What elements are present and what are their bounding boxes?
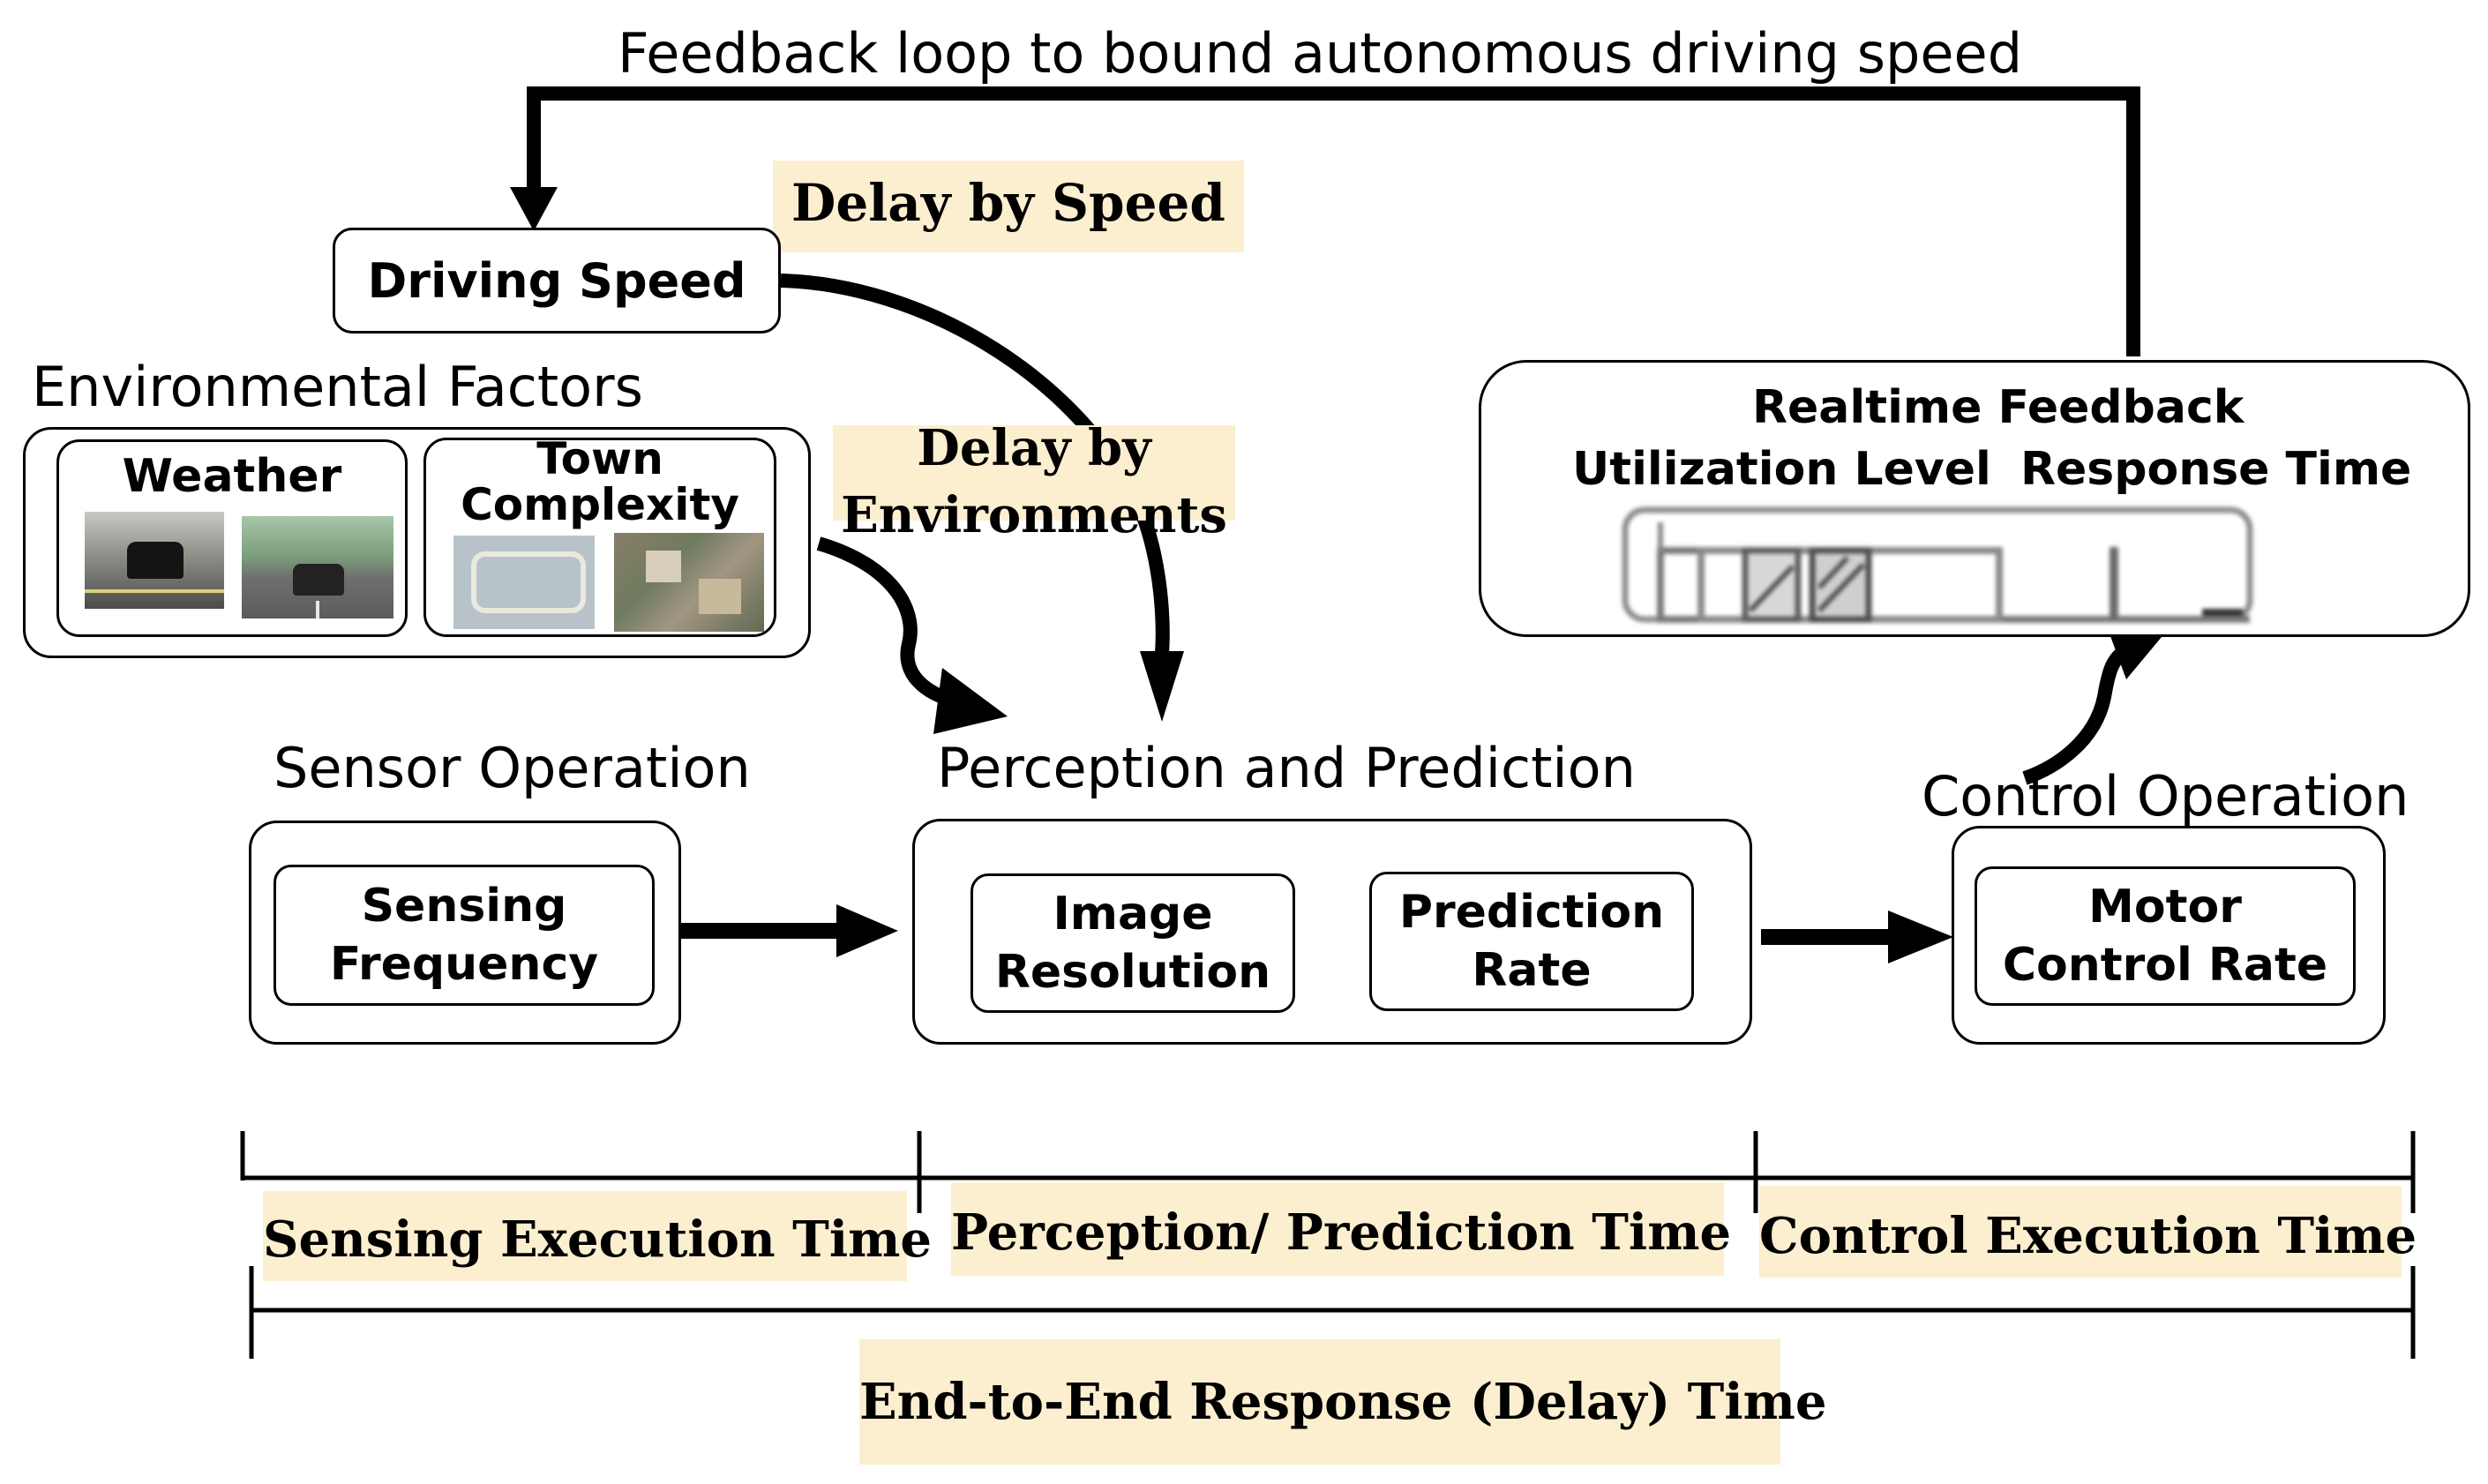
weather-label: Weather: [122, 450, 342, 503]
image-resolution-box: Image Resolution: [970, 873, 1295, 1013]
speed-delay-arrowhead: [1140, 651, 1184, 722]
sensing-frequency-line-1: Sensing: [361, 880, 567, 933]
prediction-rate-box: Prediction Rate: [1369, 872, 1694, 1011]
perception-time-highlight: [951, 1182, 1724, 1276]
feedback-loop-line: [527, 86, 2140, 356]
control-to-feedback-arrow: [2022, 641, 2134, 785]
utilization-level-label: Utilization Level: [1572, 443, 1991, 496]
delay-by-environments-line-2: Environments: [841, 486, 1227, 544]
town-complexity-line-2: Complexity: [461, 479, 739, 530]
end-to-end-highlight: [859, 1339, 1780, 1465]
sensing-frequency-box: Sensing Frequency: [274, 865, 655, 1006]
control-operation-title: Control Operation: [1922, 764, 2409, 828]
prediction-rate-line-2: Rate: [1472, 944, 1592, 997]
env-delay-arrow: [816, 536, 959, 708]
sensor-to-perception-arrowhead: [836, 904, 898, 957]
driving-speed-box: Driving Speed: [333, 228, 781, 334]
motor-control-rate-box: Motor Control Rate: [1975, 866, 2356, 1006]
sensor-operation-title: Sensor Operation: [274, 736, 751, 800]
feedback-loop-arrowhead: [510, 187, 558, 231]
end-to-end-label: End-to-End Response (Delay) Time: [859, 1373, 1827, 1431]
image-resolution-line-1: Image: [1053, 888, 1213, 941]
delay-by-speed-label: Delay by Speed: [791, 173, 1225, 233]
weather-rainy-road-image: [85, 512, 224, 609]
weather-clear-road-image: [242, 516, 393, 618]
realtime-feedback-title: Realtime Feedback: [1752, 381, 2244, 434]
realtime-feedback-graph: [1622, 506, 2253, 623]
control-time-label: Control Execution Time: [1759, 1207, 2417, 1265]
perception-time-label: Perception/ Prediction Time: [951, 1203, 1732, 1262]
response-time-label: Response Time: [2020, 443, 2412, 496]
driving-speed-label: Driving Speed: [367, 252, 746, 309]
prediction-rate-line-1: Prediction: [1398, 886, 1665, 939]
sensing-time-highlight: [263, 1191, 907, 1281]
motor-control-rate-line-1: Motor: [2088, 881, 2242, 933]
realtime-feedback-box: [1479, 360, 2470, 637]
motor-control-rate-line-2: Control Rate: [2002, 939, 2328, 992]
env-delay-arrowhead: [933, 668, 1008, 734]
town-complex-city-image: [614, 533, 764, 632]
delay-by-environments-line-1: Delay by: [917, 419, 1151, 477]
image-resolution-line-2: Resolution: [994, 946, 1271, 999]
delay-by-environments-label: Delay by Environments: [833, 415, 1235, 549]
town-complexity-line-1: Town: [536, 433, 663, 484]
perception-to-control-arrowhead: [1888, 911, 1953, 963]
sensing-time-label: Sensing Execution Time: [263, 1210, 932, 1269]
perception-prediction-title: Perception and Prediction: [937, 736, 1636, 800]
town-complexity-label: Town Complexity: [423, 436, 776, 528]
delay-by-speed-highlight: [773, 161, 1244, 252]
feedback-loop-label: Feedback loop to bound autonomous drivin…: [618, 21, 2023, 86]
town-simple-map-image: [453, 536, 595, 629]
control-time-highlight: [1759, 1186, 2402, 1278]
delay-by-environments-highlight: [833, 425, 1235, 521]
sensing-frequency-line-2: Frequency: [329, 938, 599, 991]
environmental-factors-title: Environmental Factors: [32, 355, 643, 419]
